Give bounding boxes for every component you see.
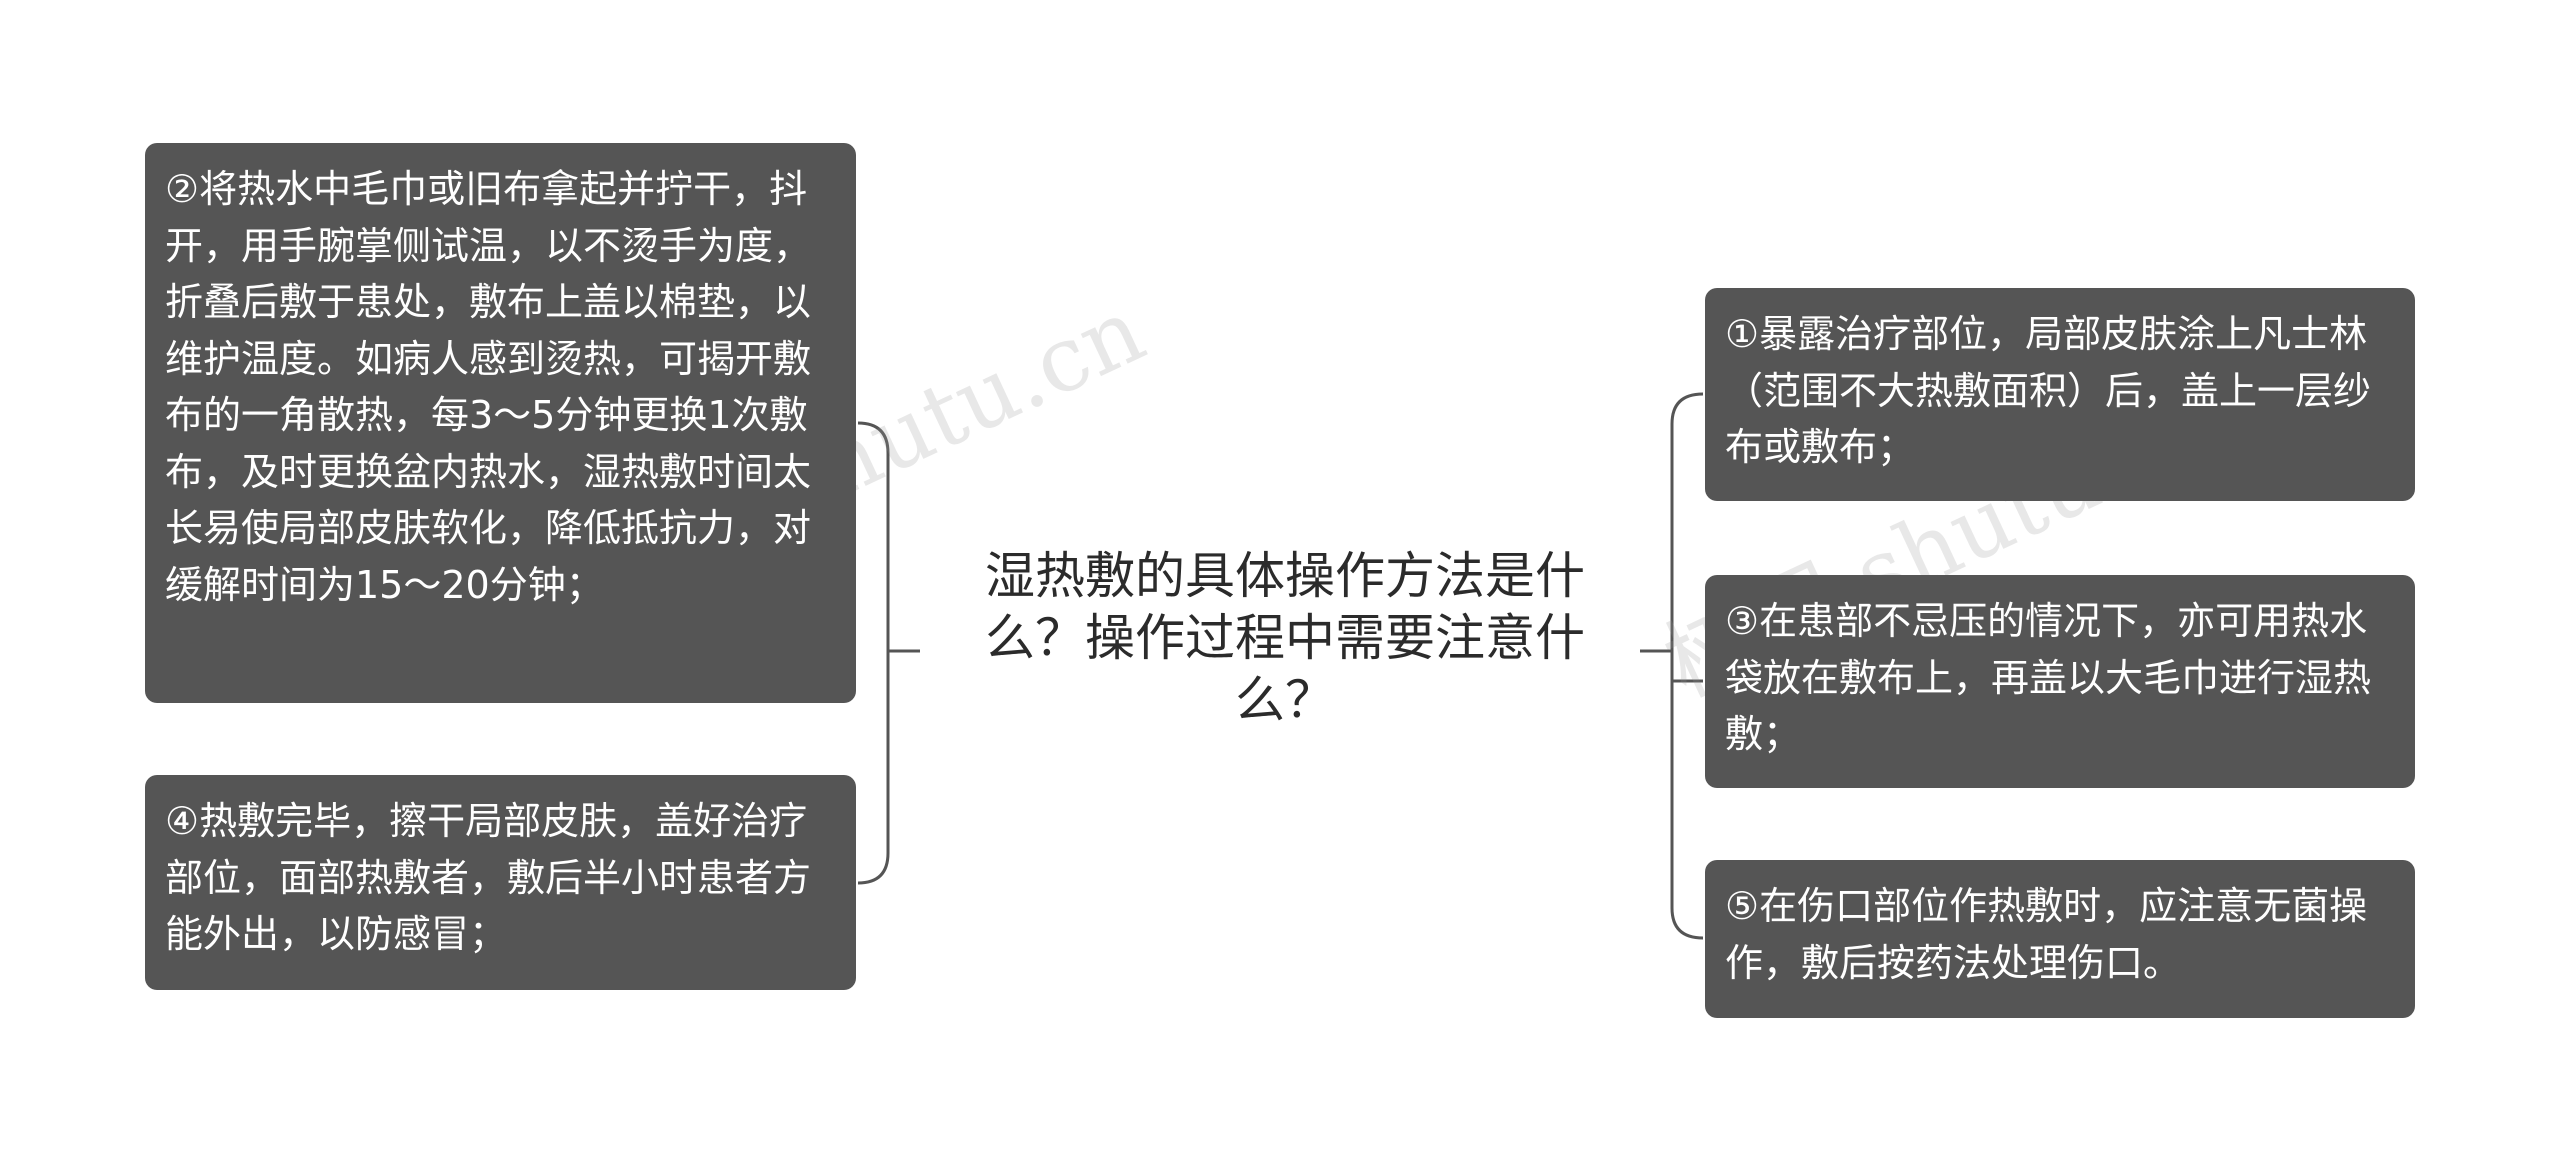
center-topic: 湿热敷的具体操作方法是什么？操作过程中需要注意什么？: [985, 547, 1585, 729]
branch-node-step-5: ⑤在伤口部位作热敷时，应注意无菌操作，敷后按药法处理伤口。: [1705, 860, 2415, 1018]
branch-node-step-2: ②将热水中毛巾或旧布拿起并拧干，抖开，用手腕掌侧试温，以不烫手为度，折叠后敷于患…: [145, 143, 856, 703]
branch-node-step-1: ①暴露治疗部位，局部皮肤涂上凡士林（范围不大热敷面积）后，盖上一层纱布或敷布；: [1705, 288, 2415, 501]
branch-node-step-4: ④热敷完毕，擦干局部皮肤，盖好治疗部位，面部热敷者，敷后半小时患者方能外出，以防…: [145, 775, 856, 990]
branch-node-step-3: ③在患部不忌压的情况下，亦可用热水袋放在敷布上，再盖以大毛巾进行湿热敷；: [1705, 575, 2415, 788]
